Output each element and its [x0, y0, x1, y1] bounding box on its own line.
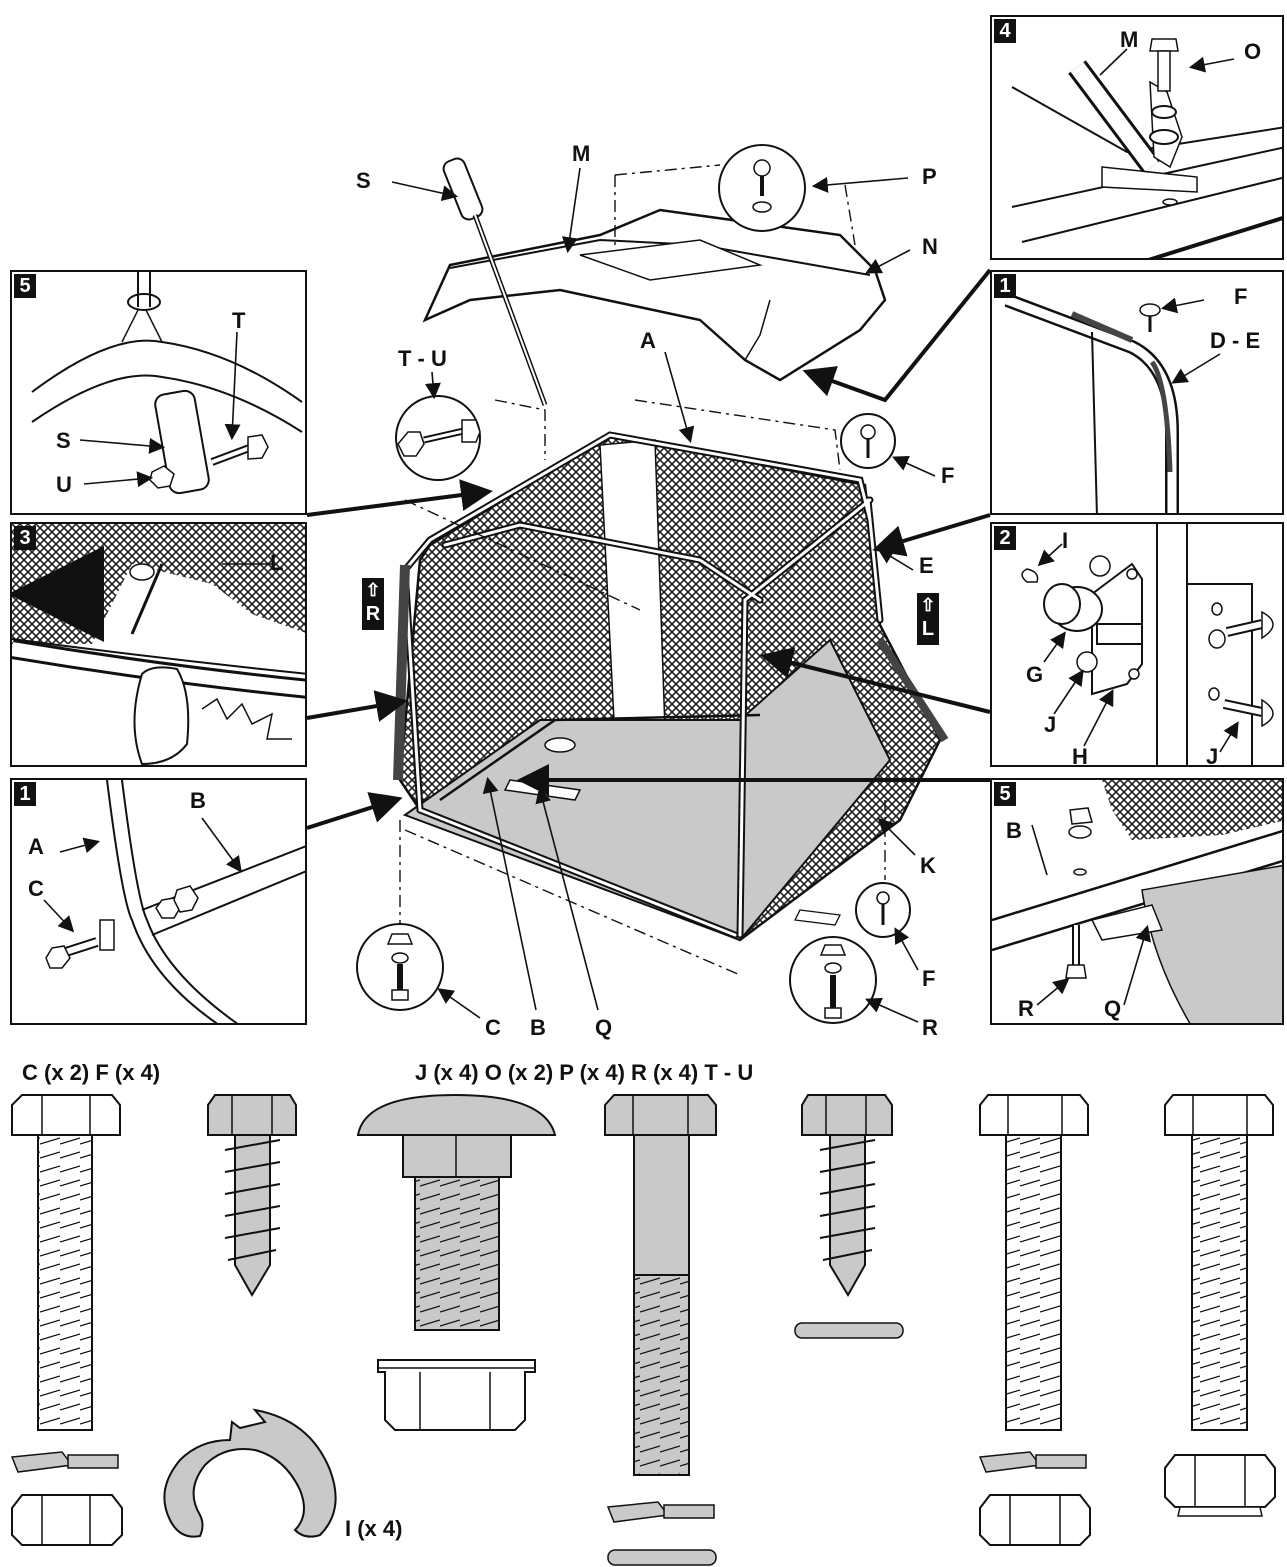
side-tag-left: ⇧ L: [917, 593, 939, 645]
panel-step4-cover: 4 M O: [990, 15, 1284, 260]
label-tu: T - U: [398, 346, 447, 371]
arrow-up-icon: ⇧: [920, 595, 936, 615]
callout-r: [789, 936, 877, 1024]
label-s: S: [356, 168, 371, 193]
label-b: B: [190, 788, 206, 813]
label-t: T: [232, 308, 246, 333]
label-h: H: [1072, 744, 1088, 767]
hardware-label-jopru: J (x 4) O (x 2) P (x 4) R (x 4) T - U: [415, 1060, 754, 1085]
label-o: O: [1244, 39, 1262, 64]
callout-f-top: [840, 413, 896, 469]
label-q: Q: [595, 1015, 613, 1040]
label-b: B: [530, 1015, 546, 1040]
bolt-o: [978, 1094, 1091, 1546]
panel-step2-bracket: 2 I G J H J: [990, 522, 1284, 767]
step-number: 5: [994, 782, 1016, 806]
side-tag-right: ⇧ R: [362, 578, 384, 630]
e-clip-i: [163, 1408, 337, 1538]
label-r: R: [922, 1015, 938, 1040]
label-q: Q: [1104, 996, 1122, 1021]
screw-f: [207, 1094, 297, 1297]
label-k: K: [920, 853, 936, 878]
panel-step1-left: 1 A B C: [10, 778, 307, 1025]
label-j: J: [1044, 712, 1057, 737]
step-number: 4: [994, 19, 1016, 43]
label-m: M: [572, 141, 591, 166]
washer-c: [10, 1451, 119, 1473]
hardware-label-cf: C (x 2) F (x 4): [22, 1060, 161, 1085]
screw-tu: [794, 1094, 904, 1339]
flange-nut: [377, 1359, 536, 1431]
label-a: A: [640, 328, 656, 353]
label-e: E: [919, 553, 934, 578]
step-number: 2: [994, 526, 1016, 550]
arrow-up-icon: ⇧: [365, 580, 381, 600]
panel-step3-lace: 3 L: [10, 522, 307, 767]
callout-f-bottom: [855, 882, 911, 938]
label-m: M: [1120, 27, 1139, 52]
label-n: N: [922, 234, 938, 259]
panel-step5-floor: 5 B R Q: [990, 778, 1284, 1025]
callout-c: [356, 923, 444, 1011]
step-number: 1: [14, 782, 36, 806]
callout-p: [718, 144, 806, 232]
label-s: S: [56, 428, 71, 453]
label-p: P: [922, 164, 937, 189]
label-f: F: [1234, 284, 1248, 309]
label-b: B: [1006, 818, 1022, 843]
bag-cover: [422, 208, 887, 382]
label-j-2: J: [1206, 744, 1219, 767]
nut-c: [11, 1494, 123, 1546]
carriage-bolt-j: [356, 1093, 557, 1331]
label-i: I: [1062, 528, 1069, 553]
panel-step5-handle: 5 T S U: [10, 270, 307, 515]
bolt-c: [10, 1094, 123, 1546]
panel-step1-right: 1 F D - E: [990, 270, 1284, 515]
step-number: 3: [14, 526, 36, 550]
label-f-bottom: F: [922, 966, 936, 991]
label-g: G: [1026, 662, 1044, 687]
bolt-white-right: [1164, 1094, 1276, 1517]
label-a: A: [28, 834, 44, 859]
label-u: U: [56, 472, 72, 497]
hardware-label-i: I (x 4): [345, 1516, 403, 1541]
label-c: C: [28, 876, 44, 901]
label-l: L: [270, 550, 284, 575]
label-f-top: F: [941, 463, 955, 488]
callout-tu: [395, 395, 481, 481]
step-number: 1: [994, 274, 1016, 298]
label-c: C: [485, 1015, 501, 1040]
label-d-e: D - E: [1210, 328, 1261, 353]
bolt-long: [604, 1094, 717, 1566]
step-number: 5: [14, 274, 36, 298]
label-r: R: [1018, 996, 1034, 1021]
